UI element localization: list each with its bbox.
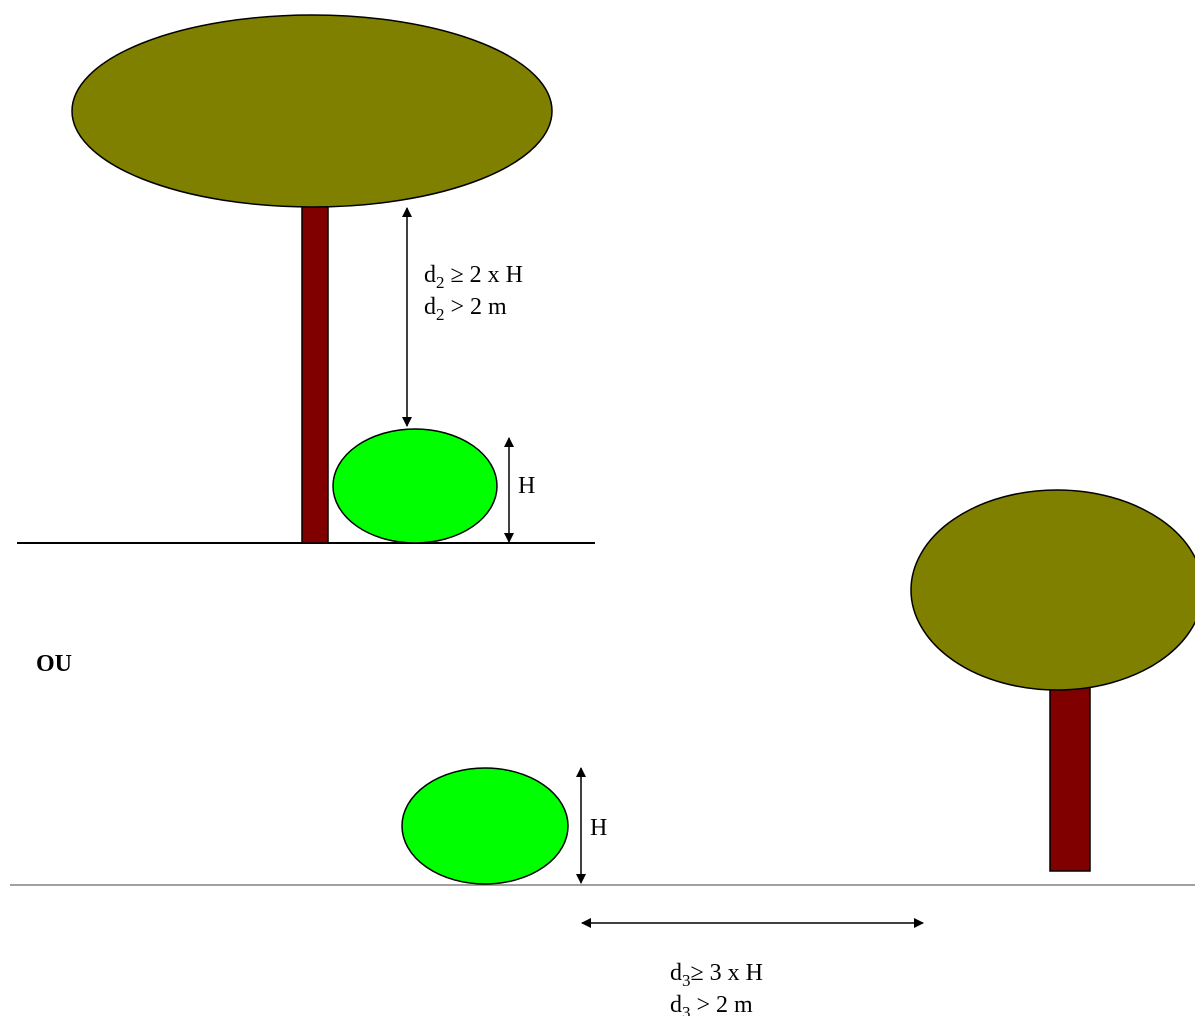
d3-rule-minimum: d3 > 2 m — [670, 992, 753, 1016]
bottom-shrub — [401, 767, 569, 885]
or-label: OU — [36, 651, 72, 677]
bottom-tree-trunk — [1049, 679, 1091, 872]
bottom-scene: H d3≥ 3 x H d3 > 2 m — [10, 489, 1195, 1016]
top-height-label: H — [518, 473, 535, 499]
top-tree-trunk — [301, 199, 329, 544]
top-scene: d2 ≥ 2 x H d2 > 2 m H — [17, 14, 595, 544]
d2-rule-height: d2 ≥ 2 x H — [424, 262, 523, 292]
d2-rule-minimum: d2 > 2 m — [424, 294, 507, 324]
bottom-tree-canopy — [910, 489, 1195, 691]
top-shrub — [332, 428, 498, 544]
bottom-height-label: H — [590, 815, 607, 841]
d3-rule-height: d3≥ 3 x H — [670, 960, 763, 990]
top-tree-canopy — [71, 14, 553, 208]
